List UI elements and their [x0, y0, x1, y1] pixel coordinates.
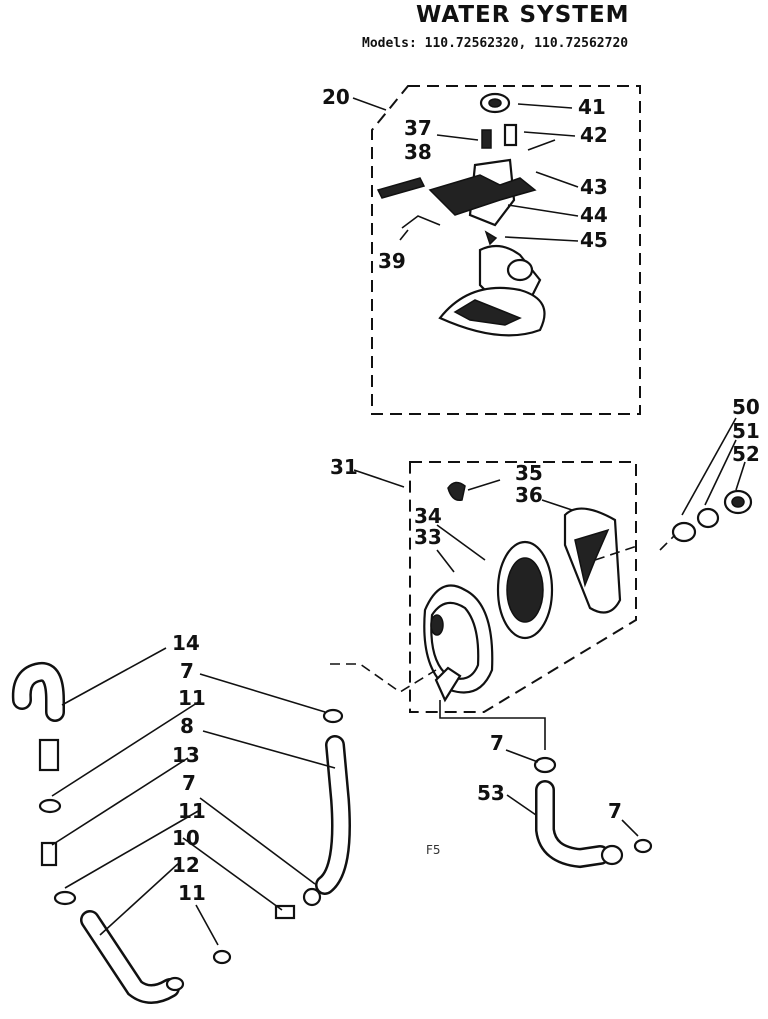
callout-12: 12 [172, 853, 200, 877]
assembly-20-outline [371, 85, 641, 415]
callout-37: 37 [404, 116, 432, 140]
leader-lines [51, 97, 746, 946]
callout-50: 50 [732, 395, 760, 419]
callouts: 20 41 37 42 38 43 44 45 39 50 51 52 31 3… [172, 85, 760, 905]
callout-7d: 7 [608, 799, 622, 823]
callout-7c: 7 [490, 731, 504, 755]
callout-8: 8 [180, 714, 194, 738]
callout-7a: 7 [180, 659, 194, 683]
callout-10: 10 [172, 826, 200, 850]
callout-34: 34 [414, 504, 442, 528]
callout-14: 14 [172, 631, 200, 655]
callout-53: 53 [477, 781, 505, 805]
callout-35: 35 [515, 461, 543, 485]
callout-11c: 11 [178, 881, 206, 905]
callout-20: 20 [322, 85, 350, 109]
callout-36: 36 [515, 483, 543, 507]
callout-33: 33 [414, 525, 442, 549]
page-code: F5 [426, 843, 441, 857]
callout-51: 51 [732, 419, 760, 443]
callout-11b: 11 [178, 799, 206, 823]
callout-31: 31 [330, 455, 358, 479]
pump-assembly [376, 92, 556, 337]
callout-45: 45 [580, 228, 608, 252]
callout-7b: 7 [182, 771, 196, 795]
filter-assembly [423, 481, 753, 703]
callout-52: 52 [732, 442, 760, 466]
diagram-title: WATER SYSTEM [416, 2, 630, 28]
callout-38: 38 [404, 140, 432, 164]
callout-11a: 11 [178, 686, 206, 710]
callout-41: 41 [578, 95, 606, 119]
callout-39: 39 [378, 249, 406, 273]
callout-42: 42 [580, 123, 608, 147]
models-line: Models: 110.72562320, 110.72562720 [362, 36, 629, 51]
hose-system [11, 534, 676, 1004]
callout-43: 43 [580, 175, 608, 199]
callout-13: 13 [172, 743, 200, 767]
callout-44: 44 [580, 203, 608, 227]
